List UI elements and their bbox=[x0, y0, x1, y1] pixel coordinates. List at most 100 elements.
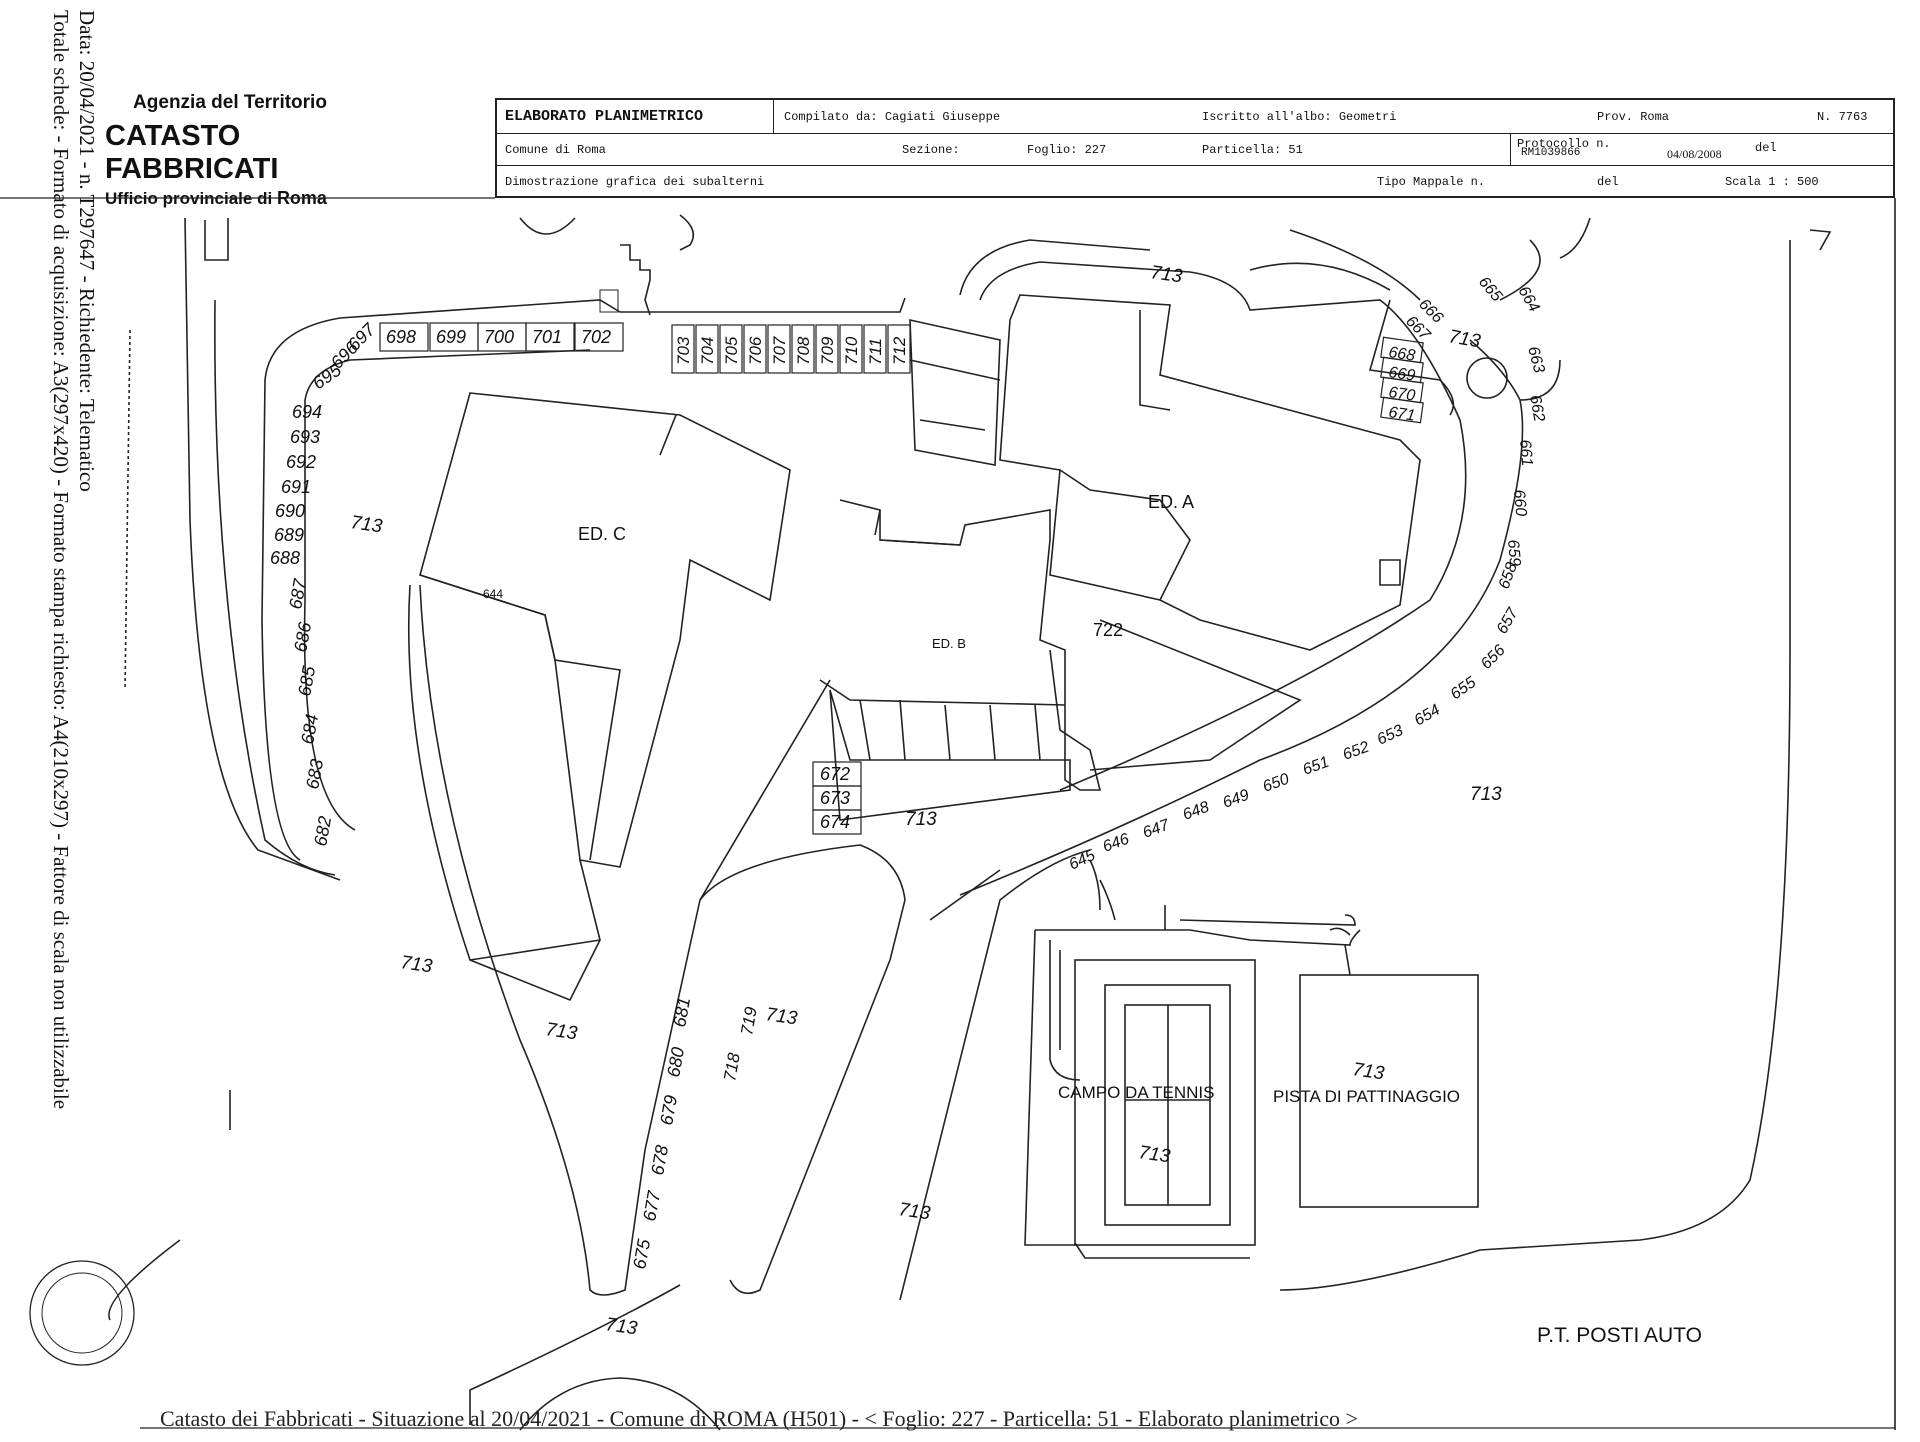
unit-label-677: 677 bbox=[639, 1189, 664, 1223]
header-table: ELABORATO PLANIMETRICO Compilato da: Cag… bbox=[495, 98, 1895, 198]
plan-linework bbox=[0, 197, 1896, 1431]
comune: Comune di Roma bbox=[505, 143, 606, 157]
unit-box bbox=[839, 324, 863, 374]
area-label-713: 713 bbox=[349, 512, 384, 537]
header-divider bbox=[773, 100, 774, 133]
unit-label-718: 718 bbox=[720, 1051, 744, 1083]
sub-label-722: 722 bbox=[1093, 620, 1123, 640]
unit-box bbox=[574, 322, 624, 352]
unit-label-668: 668 bbox=[1387, 344, 1416, 365]
unit-label-678: 678 bbox=[647, 1144, 672, 1177]
area-label-713: 713 bbox=[1149, 262, 1184, 287]
particella: Particella: 51 bbox=[1202, 143, 1303, 157]
unit-label-679: 679 bbox=[656, 1094, 681, 1127]
unit-label-706: 706 bbox=[746, 336, 765, 365]
unit-label-671: 671 bbox=[1387, 404, 1416, 425]
unit-label-647: 647 bbox=[1141, 816, 1173, 841]
province: Prov. Roma bbox=[1597, 110, 1670, 124]
agency-block: Agenzia del Territorio CATASTO FABBRICAT… bbox=[105, 92, 405, 209]
unit-label-698: 698 bbox=[386, 327, 416, 347]
unit-label-651: 651 bbox=[1301, 754, 1332, 779]
unit-label-684: 684 bbox=[297, 713, 322, 746]
protocollo-date: 04/08/2008 bbox=[1667, 147, 1722, 161]
area-label-713: 713 bbox=[1447, 326, 1482, 352]
unit-label-675: 675 bbox=[629, 1237, 654, 1271]
foglio: Foglio: 227 bbox=[1027, 143, 1107, 157]
unit-label-711: 711 bbox=[866, 338, 885, 365]
unit-label-692: 692 bbox=[286, 452, 316, 472]
unit-label-690: 690 bbox=[275, 501, 305, 521]
parking-label: P.T. POSTI AUTO bbox=[1537, 1324, 1702, 1347]
area-label-713: 713 bbox=[1351, 1059, 1386, 1084]
area-label-713: 713 bbox=[1137, 1142, 1172, 1167]
unit-box bbox=[379, 322, 429, 352]
header-row-3: Dimostrazione grafica dei subalterni Tip… bbox=[497, 165, 1893, 197]
tennis-court-label: CAMPO DA TENNIS bbox=[1058, 1083, 1215, 1102]
scale: Scala 1 : 500 bbox=[1725, 175, 1819, 189]
unit-label-646: 646 bbox=[1101, 831, 1132, 856]
unit-label-680: 680 bbox=[663, 1046, 688, 1079]
protocollo-label: Protocollo n. bbox=[1517, 137, 1611, 151]
unit-label-661: 661 bbox=[1516, 439, 1535, 467]
unit-box bbox=[815, 324, 839, 374]
skating-rink-label: PISTA DI PATTINAGGIO bbox=[1273, 1087, 1460, 1106]
unit-label-709: 709 bbox=[818, 336, 837, 365]
unit-label-659: 659 bbox=[1504, 539, 1523, 567]
area-label-713: 713 bbox=[905, 809, 937, 830]
unit-label-704: 704 bbox=[698, 337, 717, 365]
unit-label-654: 654 bbox=[1412, 701, 1444, 729]
unit-label-700: 700 bbox=[484, 327, 514, 347]
unit-label-669: 669 bbox=[1387, 364, 1416, 385]
area-label-713: 713 bbox=[764, 1004, 799, 1029]
plan-labels: ED. A ED. B ED. C 722 644 CAMPO DA TENNI… bbox=[483, 492, 1702, 1347]
unit-label-650: 650 bbox=[1261, 771, 1292, 796]
sub-label-644: 644 bbox=[483, 587, 503, 601]
unit-label-660: 660 bbox=[1510, 489, 1529, 517]
unit-box bbox=[791, 324, 815, 374]
unit-label-670: 670 bbox=[1387, 384, 1416, 405]
dimostrazione: Dimostrazione grafica dei subalterni bbox=[505, 175, 765, 189]
unit-box bbox=[695, 324, 719, 374]
building-label-ed-b: ED. B bbox=[932, 636, 966, 651]
header-row-2: Comune di Roma Sezione: Foglio: 227 Part… bbox=[497, 133, 1893, 166]
unit-label-673: 673 bbox=[820, 788, 850, 808]
sezione: Sezione: bbox=[902, 143, 960, 157]
unit-label-663: 663 bbox=[1524, 345, 1547, 375]
unit-label-662: 662 bbox=[1526, 394, 1547, 423]
unit-label-648: 648 bbox=[1181, 799, 1212, 824]
unit-label-693: 693 bbox=[290, 427, 320, 447]
tipo-mappale-del: del bbox=[1597, 175, 1619, 189]
unit-box bbox=[887, 324, 911, 374]
unit-label-685: 685 bbox=[294, 664, 319, 698]
unit-label-653: 653 bbox=[1375, 722, 1406, 749]
tipo-mappale: Tipo Mappale n. bbox=[1377, 175, 1486, 189]
protocollo-del: del bbox=[1755, 141, 1777, 155]
unit-box bbox=[863, 324, 887, 374]
agency-title: CATASTO FABBRICATI bbox=[105, 120, 279, 185]
unit-label-702: 702 bbox=[581, 327, 611, 347]
unit-label-672: 672 bbox=[820, 764, 850, 784]
unit-label-686: 686 bbox=[290, 620, 315, 654]
agency-name: Agenzia del Territorio bbox=[133, 92, 327, 113]
unit-label-687: 687 bbox=[285, 577, 310, 611]
unit-label-703: 703 bbox=[674, 336, 693, 365]
compiled-by: Compilato da: Cagiati Giuseppe bbox=[784, 110, 1001, 124]
registered: Iscritto all'albo: Geometri bbox=[1202, 110, 1397, 124]
unit-box bbox=[812, 809, 862, 835]
building-label-ed-a: ED. A bbox=[1148, 492, 1194, 512]
unit-label-652: 652 bbox=[1341, 739, 1372, 764]
unit-label-719: 719 bbox=[737, 1005, 761, 1037]
unit-box bbox=[719, 324, 743, 374]
area-label-713: 713 bbox=[604, 1314, 639, 1339]
unit-label-658: 658 bbox=[1496, 560, 1521, 591]
unit-label-657: 657 bbox=[1494, 604, 1523, 637]
unit-label-688: 688 bbox=[270, 548, 300, 568]
unit-box bbox=[1380, 396, 1424, 424]
unit-box bbox=[767, 324, 791, 374]
unit-label-694: 694 bbox=[292, 402, 322, 422]
header-divider bbox=[1510, 133, 1511, 165]
area-label-713: 713 bbox=[544, 1019, 579, 1044]
unit-label-674: 674 bbox=[820, 812, 850, 832]
unit-label-681: 681 bbox=[669, 996, 694, 1029]
